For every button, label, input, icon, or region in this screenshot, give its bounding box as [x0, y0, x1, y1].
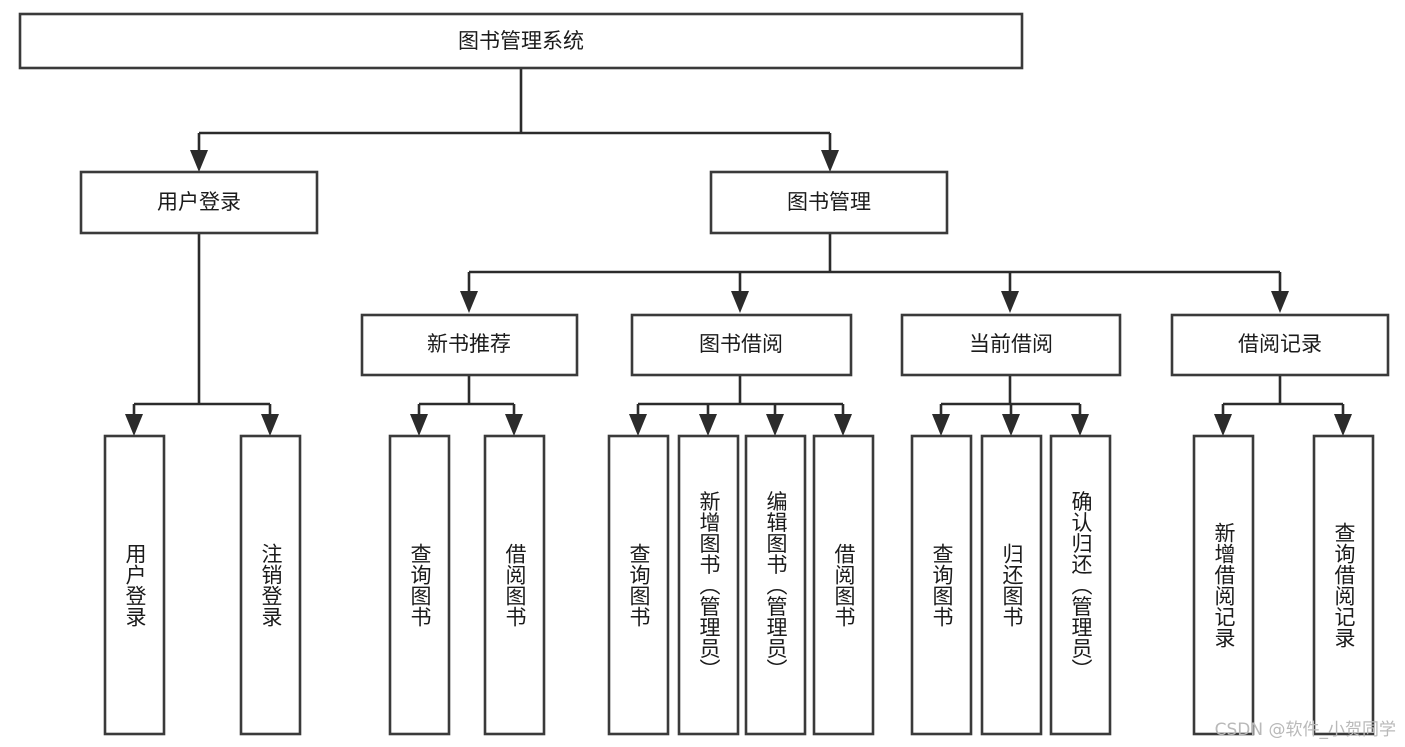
leaf-current-borrow-2[interactable]: 确认归还（管理员） — [1049, 434, 1112, 736]
arrow-icon — [1334, 414, 1352, 436]
node-book-borrow-label: 图书借阅 — [699, 332, 783, 356]
leaf-new-book-recommend-0[interactable]: 查询图书 — [388, 434, 451, 736]
node-new-book-recommend-box[interactable] — [360, 313, 579, 377]
arrow-icon — [1001, 291, 1019, 313]
connector-group-bookborrow — [629, 375, 852, 436]
leaf-label: 新增借阅记录 — [1212, 522, 1236, 648]
leaf-borrow-record-0[interactable]: 新增借阅记录 — [1192, 434, 1255, 736]
arrow-icon — [460, 291, 478, 313]
leaf-label: 确认归还（管理员） — [1069, 491, 1093, 680]
node-current-borrow-label: 当前借阅 — [969, 332, 1053, 356]
arrow-icon — [629, 414, 647, 436]
leaf-label: 查询图书 — [408, 543, 432, 627]
node-book-borrow-box[interactable] — [630, 313, 853, 377]
arrow-icon — [505, 414, 523, 436]
leaf-book-borrow-2[interactable]: 编辑图书（管理员） — [744, 434, 807, 736]
arrow-icon — [766, 414, 784, 436]
arrow-icon — [834, 414, 852, 436]
node-book-borrow[interactable]: 图书借阅 — [630, 313, 853, 377]
arrow-icon — [1214, 414, 1232, 436]
leaf-label: 归还图书 — [1000, 543, 1024, 627]
node-borrow-record[interactable]: 借阅记录 — [1170, 313, 1390, 377]
node-root-box[interactable] — [18, 12, 1024, 70]
leaf-label: 借阅图书 — [503, 543, 527, 627]
leaf-label: 借阅图书 — [832, 543, 856, 627]
arrow-icon — [1002, 414, 1020, 436]
arrow-icon — [1071, 414, 1089, 436]
leaf-label: 编辑图书（管理员） — [764, 491, 788, 680]
node-current-borrow-box[interactable] — [900, 313, 1122, 377]
node-new-book-recommend[interactable]: 新书推荐 — [360, 313, 579, 377]
leaf-label: 查询图书 — [627, 543, 651, 627]
arrow-icon — [821, 150, 839, 172]
leaf-box[interactable] — [910, 434, 973, 736]
connector-group-borrowrecord — [1214, 375, 1352, 436]
node-book-management-label: 图书管理 — [787, 190, 871, 214]
leaf-user-login-1[interactable]: 注销登录 — [239, 434, 302, 736]
node-root-label: 图书管理系统 — [458, 29, 584, 53]
arrow-icon — [932, 414, 950, 436]
leaf-current-borrow-0[interactable]: 查询图书 — [910, 434, 973, 736]
leaf-box[interactable] — [1192, 434, 1255, 736]
leaf-box[interactable] — [744, 434, 807, 736]
leaf-box[interactable] — [239, 434, 302, 736]
arrow-icon — [410, 414, 428, 436]
node-user-login-box[interactable] — [79, 170, 319, 235]
leaf-current-borrow-1[interactable]: 归还图书 — [980, 434, 1043, 736]
leaf-label: 新增图书（管理员） — [697, 491, 721, 680]
arrow-icon — [699, 414, 717, 436]
leaf-box[interactable] — [607, 434, 670, 736]
arrow-icon — [190, 150, 208, 172]
connector-group-root — [190, 68, 839, 172]
node-current-borrow[interactable]: 当前借阅 — [900, 313, 1122, 377]
leaf-label: 查询借阅记录 — [1332, 522, 1356, 648]
node-borrow-record-label: 借阅记录 — [1238, 332, 1322, 356]
leaf-box[interactable] — [388, 434, 451, 736]
leaf-box[interactable] — [677, 434, 740, 736]
leaf-book-borrow-1[interactable]: 新增图书（管理员） — [677, 434, 740, 736]
leaf-box[interactable] — [980, 434, 1043, 736]
connector-group-currentborrow — [932, 375, 1089, 436]
leaf-label: 注销登录 — [259, 543, 283, 627]
node-user-login[interactable]: 用户登录 — [79, 170, 319, 235]
watermark-label: CSDN @软件_小贺同学 — [1215, 720, 1396, 740]
node-book-management[interactable]: 图书管理 — [709, 170, 949, 235]
arrow-icon — [1271, 291, 1289, 313]
node-root-system[interactable]: 图书管理系统 — [18, 12, 1024, 70]
leaf-borrow-record-1[interactable]: 查询借阅记录 — [1312, 434, 1375, 736]
connector-group-newbook — [410, 375, 523, 436]
leaf-box[interactable] — [1312, 434, 1375, 736]
leaf-box[interactable] — [812, 434, 875, 736]
leaf-box[interactable] — [483, 434, 546, 736]
leaf-label: 查询图书 — [930, 543, 954, 627]
node-user-login-label: 用户登录 — [157, 190, 241, 214]
leaf-book-borrow-0[interactable]: 查询图书 — [607, 434, 670, 736]
node-new-book-recommend-label: 新书推荐 — [427, 332, 511, 356]
connector-group-userlogin — [125, 233, 279, 436]
leaf-box[interactable] — [1049, 434, 1112, 736]
leaf-book-borrow-3[interactable]: 借阅图书 — [812, 434, 875, 736]
leaf-box[interactable] — [103, 434, 166, 736]
leaf-user-login-0[interactable]: 用户登录 — [103, 434, 166, 736]
node-book-management-box[interactable] — [709, 170, 949, 235]
arrow-icon — [125, 414, 143, 436]
node-borrow-record-box[interactable] — [1170, 313, 1390, 377]
connector-group-bookmgmt — [460, 233, 1289, 313]
leaf-new-book-recommend-1[interactable]: 借阅图书 — [483, 434, 546, 736]
arrow-icon — [261, 414, 279, 436]
arrow-icon — [731, 291, 749, 313]
leaf-label: 用户登录 — [123, 543, 147, 627]
